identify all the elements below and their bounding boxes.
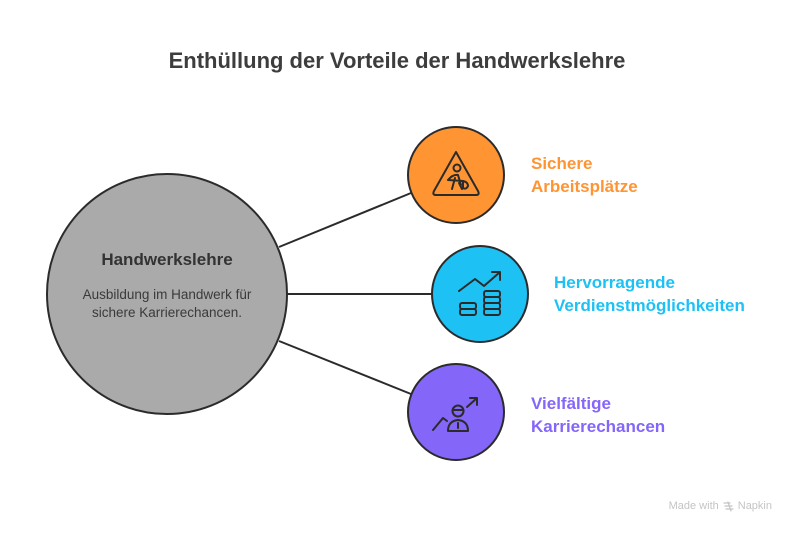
branch-label-2-line-1: Hervorragende bbox=[554, 273, 675, 292]
branch-circle-2 bbox=[431, 245, 529, 343]
connector-line-1 bbox=[278, 192, 412, 248]
diagram-title: Enthüllung der Vorteile der Handwerksleh… bbox=[168, 48, 626, 73]
center-circle bbox=[46, 173, 288, 415]
construction-worker-sign-icon bbox=[432, 151, 480, 196]
branch-label-1-line-1: Sichere bbox=[531, 154, 593, 173]
branch-label-2-line-2: Verdienstmöglichkeiten bbox=[554, 296, 745, 315]
connector-line-3 bbox=[278, 340, 412, 395]
center-description: Ausbildung im Handwerk für sichere Karri… bbox=[82, 287, 252, 320]
branch-circle-3 bbox=[407, 363, 505, 461]
watermark-prefix: Made with bbox=[668, 500, 719, 512]
rising-coins-chart-icon bbox=[458, 271, 501, 316]
branch-label-2: Hervorragende Verdienstmöglichkeiten bbox=[554, 271, 745, 317]
branch-label-1: Sichere Arbeitsplätze bbox=[531, 152, 638, 198]
napkin-logo-icon bbox=[723, 500, 734, 512]
branch-label-1-line-2: Arbeitsplätze bbox=[531, 177, 638, 196]
watermark-brand: Napkin bbox=[737, 500, 772, 512]
career-growth-person-icon bbox=[432, 397, 478, 432]
branch-label-3-line-1: Vielfältige bbox=[531, 394, 611, 413]
branch-label-3-line-2: Karrierechancen bbox=[531, 417, 666, 436]
branch-label-3: Vielfältige Karrierechancen bbox=[531, 392, 665, 438]
napkin-watermark[interactable]: Made with Napkin bbox=[669, 500, 772, 512]
center-title: Handwerkslehre bbox=[101, 250, 233, 269]
